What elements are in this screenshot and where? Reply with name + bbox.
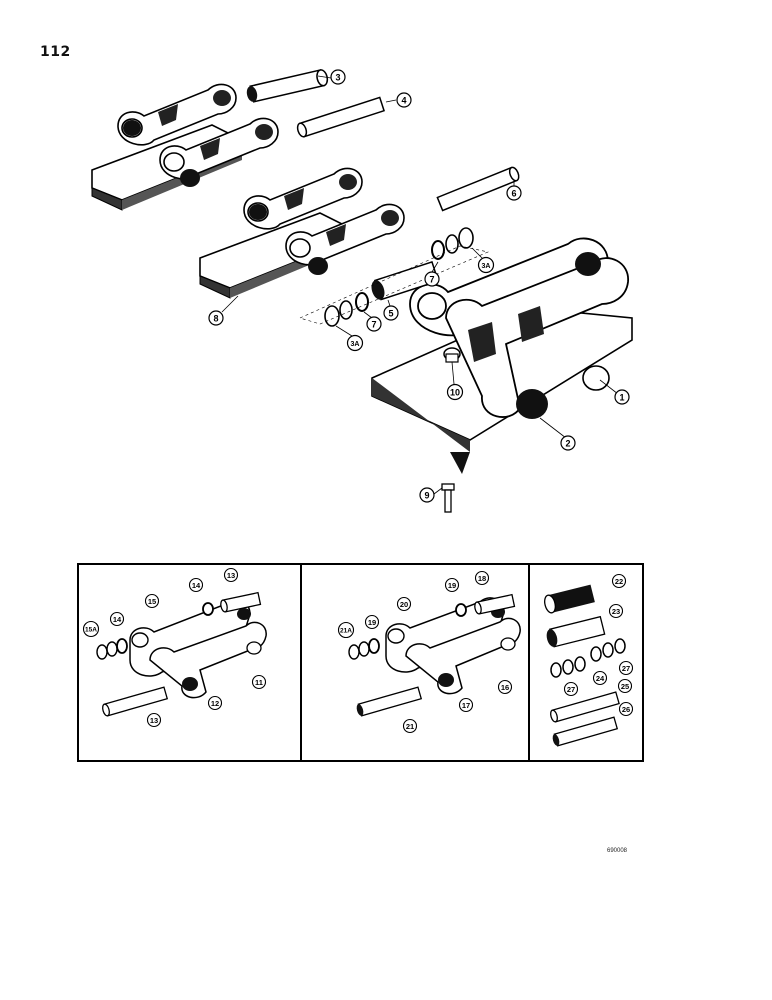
callout-20: 20 bbox=[396, 596, 412, 612]
callout-14-left: 14 bbox=[109, 611, 125, 627]
svg-text:1: 1 bbox=[619, 393, 624, 403]
svg-text:3: 3 bbox=[335, 73, 340, 83]
svg-text:22: 22 bbox=[615, 577, 623, 586]
svg-text:12: 12 bbox=[211, 699, 219, 708]
callout-27-left: 27 bbox=[563, 681, 579, 697]
svg-text:15: 15 bbox=[148, 597, 156, 606]
seals-lower bbox=[324, 292, 369, 327]
callout-1: 1 bbox=[614, 389, 630, 405]
svg-text:17: 17 bbox=[462, 701, 470, 710]
upper-left-track-assembly bbox=[91, 83, 279, 211]
callout-18: 18 bbox=[474, 570, 490, 586]
callout-7-upper: 7 bbox=[424, 271, 440, 287]
middle-track-assembly bbox=[199, 167, 405, 299]
bushing-3 bbox=[246, 69, 329, 103]
svg-text:10: 10 bbox=[450, 388, 460, 398]
pin-6 bbox=[436, 166, 520, 212]
callout-17: 17 bbox=[458, 697, 474, 713]
figure-code: 690008 bbox=[607, 848, 628, 854]
page-number: 112 bbox=[40, 44, 71, 60]
svg-text:14: 14 bbox=[192, 581, 201, 590]
callout-13-top: 13 bbox=[223, 567, 239, 583]
svg-text:7: 7 bbox=[429, 275, 434, 285]
callout-16: 16 bbox=[497, 679, 513, 695]
svg-text:8: 8 bbox=[213, 314, 218, 324]
callout-26: 26 bbox=[618, 701, 634, 717]
svg-text:24: 24 bbox=[596, 674, 605, 683]
seals-upper bbox=[431, 227, 474, 260]
callout-5: 5 bbox=[383, 305, 399, 321]
bushing-5 bbox=[371, 261, 440, 301]
callout-6: 6 bbox=[506, 185, 522, 201]
panel-1-callouts: 13 14 15 15A 14 11 12 13 bbox=[82, 567, 267, 728]
svg-text:9: 9 bbox=[424, 491, 429, 501]
callout-13-bottom: 13 bbox=[146, 712, 162, 728]
svg-text:27: 27 bbox=[567, 685, 575, 694]
callout-21: 21 bbox=[402, 718, 418, 734]
svg-text:13: 13 bbox=[150, 716, 158, 725]
svg-text:11: 11 bbox=[255, 678, 263, 687]
callout-12: 12 bbox=[207, 695, 223, 711]
svg-text:14: 14 bbox=[113, 615, 122, 624]
callout-8: 8 bbox=[208, 310, 224, 326]
svg-text:21: 21 bbox=[406, 722, 414, 731]
callout-9: 9 bbox=[419, 487, 435, 503]
svg-text:19: 19 bbox=[448, 581, 456, 590]
svg-text:20: 20 bbox=[400, 600, 408, 609]
svg-text:4: 4 bbox=[401, 96, 406, 106]
callout-27-right: 27 bbox=[618, 660, 634, 676]
svg-text:26: 26 bbox=[622, 705, 630, 714]
panel-2-callouts: 18 19 20 21A 19 16 17 21 bbox=[337, 570, 513, 734]
callout-23: 23 bbox=[608, 603, 624, 619]
svg-text:13: 13 bbox=[227, 571, 235, 580]
callout-4: 4 bbox=[396, 92, 412, 108]
callout-25: 25 bbox=[617, 678, 633, 694]
panel-1-parts bbox=[96, 591, 267, 717]
panel-3-parts bbox=[544, 584, 626, 747]
panel-3-callouts: 22 23 27 24 27 25 26 bbox=[563, 573, 634, 717]
svg-text:18: 18 bbox=[478, 574, 486, 583]
svg-text:7: 7 bbox=[371, 320, 376, 330]
svg-text:16: 16 bbox=[501, 683, 509, 692]
main-pins-bushings bbox=[246, 69, 520, 513]
svg-text:25: 25 bbox=[621, 682, 629, 691]
svg-text:5: 5 bbox=[388, 309, 393, 319]
callout-19-left: 19 bbox=[364, 614, 380, 630]
svg-text:15A: 15A bbox=[85, 627, 97, 634]
callout-3: 3 bbox=[330, 69, 346, 85]
svg-text:19: 19 bbox=[368, 618, 376, 627]
callout-19-top: 19 bbox=[444, 577, 460, 593]
callout-15a: 15A bbox=[82, 620, 100, 638]
callout-3a-upper: 3A bbox=[477, 256, 495, 274]
callout-11: 11 bbox=[251, 674, 267, 690]
svg-text:21A: 21A bbox=[340, 628, 352, 635]
bolt-9 bbox=[441, 483, 455, 513]
callout-15: 15 bbox=[144, 593, 160, 609]
svg-text:6: 6 bbox=[511, 189, 516, 199]
callout-24: 24 bbox=[592, 670, 608, 686]
svg-text:23: 23 bbox=[612, 607, 620, 616]
front-track-assembly bbox=[371, 237, 633, 474]
nut-10 bbox=[443, 347, 461, 363]
callout-14-top: 14 bbox=[188, 577, 204, 593]
pin-4 bbox=[296, 96, 385, 138]
svg-text:3A: 3A bbox=[351, 341, 360, 348]
svg-text:2: 2 bbox=[565, 439, 570, 449]
callout-10: 10 bbox=[446, 383, 464, 401]
svg-text:3A: 3A bbox=[482, 263, 491, 270]
callout-2: 2 bbox=[560, 435, 576, 451]
svg-text:27: 27 bbox=[622, 664, 630, 673]
callout-21a: 21A bbox=[337, 621, 355, 639]
callout-7-lower: 7 bbox=[366, 316, 382, 332]
main-callouts: 3 4 6 3A 7 5 7 3A 8 10 1 2 9 bbox=[208, 69, 630, 503]
panel-2-parts bbox=[348, 593, 521, 717]
bottom-panels-frame bbox=[77, 563, 644, 762]
main-leader-lines bbox=[221, 75, 619, 495]
callout-22: 22 bbox=[611, 573, 627, 589]
callout-3a-lower: 3A bbox=[346, 334, 364, 352]
